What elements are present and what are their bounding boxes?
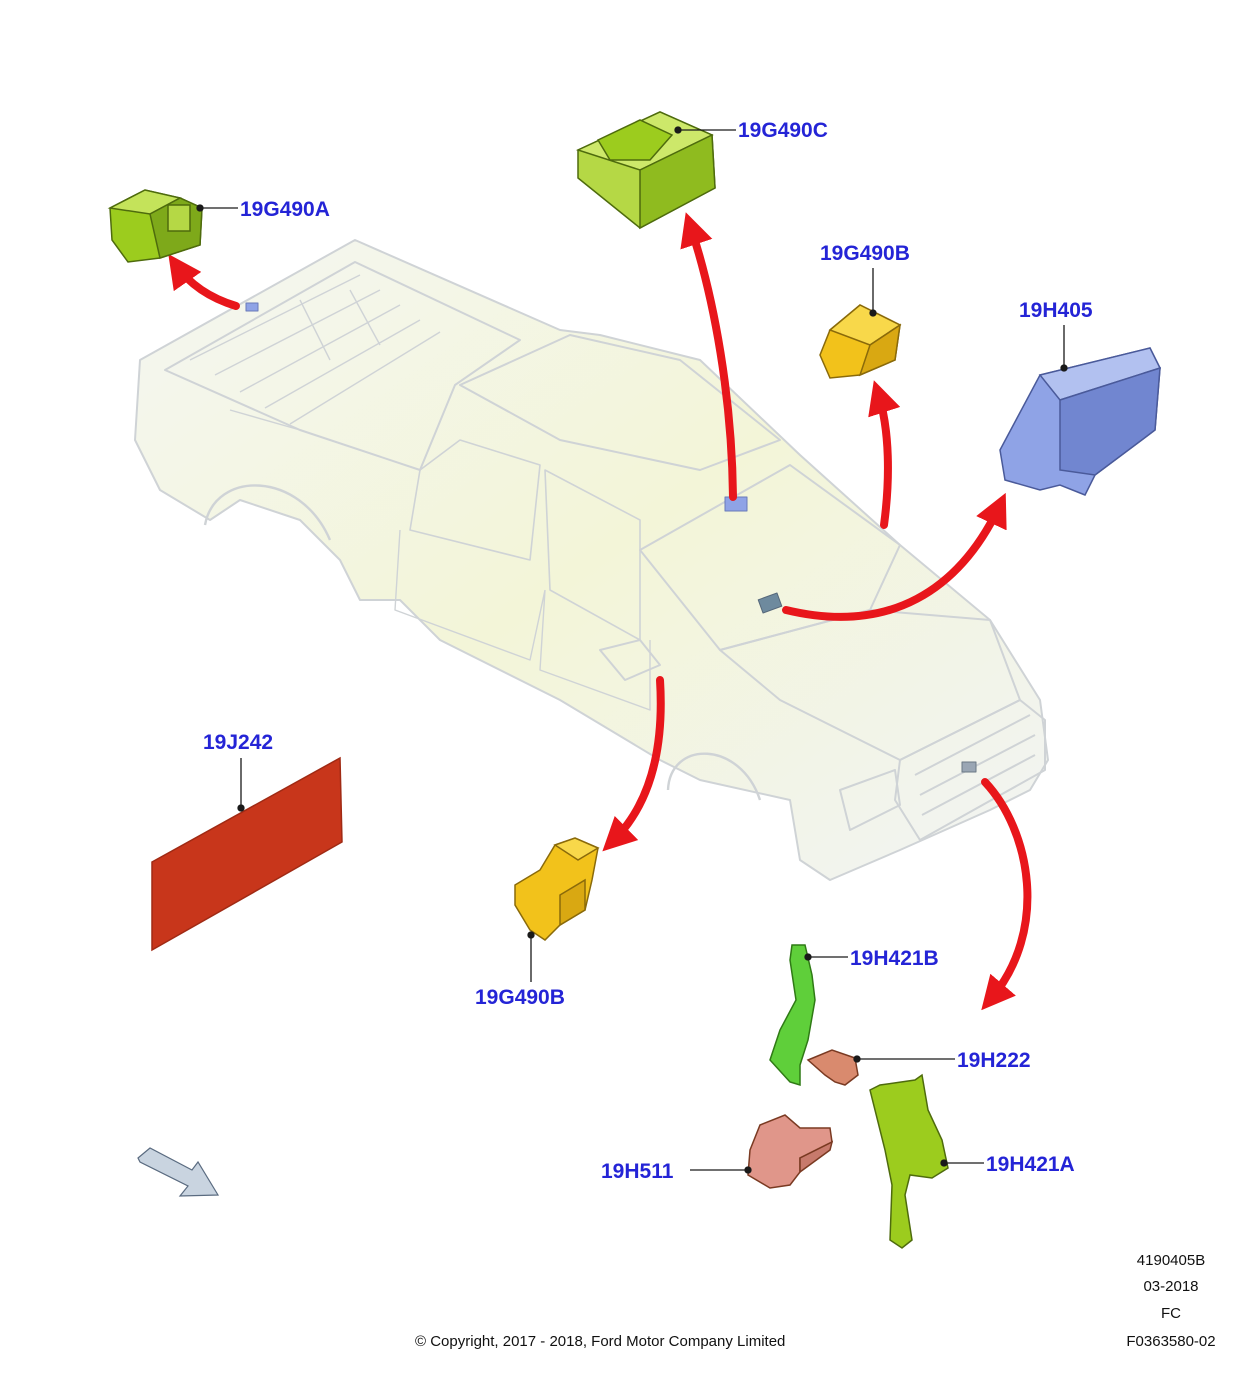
callout-19G490B-bottom: 19G490B [475,986,565,1009]
arrow-to-19G490B-bottom [602,676,665,852]
callout-19H421B: 19H421B [850,947,939,970]
truck-windshield [639,464,901,651]
truck-front-wheel-arch [666,752,762,801]
ref-code: 4190405B [1136,1252,1206,1269]
truck-headlight [839,769,901,831]
part-19G490B-bottom [514,837,600,941]
part-19H421B [769,944,816,1087]
truck-rear-wheel-arch [203,484,332,541]
region-code: FC [1161,1305,1181,1322]
part-19H511 [747,1114,834,1189]
part-19G490B-top [819,304,902,379]
part-19H421A [869,1073,949,1249]
callout-19G490C: 19G490C [738,119,828,142]
arrow-to-19G490A [168,253,240,310]
truck-cab-roof [459,334,781,471]
leader-lines [196,126,1068,1174]
arrow-to-19H405 [782,492,1007,621]
callout-19H421A: 19H421A [986,1153,1075,1176]
arrow-to-19G490B-top [868,380,901,529]
truck-body-silhouette [134,239,1049,881]
pickup-truck-ghost [134,239,1049,881]
callout-19H222: 19H222 [957,1049,1031,1072]
part-19H405 [999,347,1162,496]
truck-grille [894,699,1046,841]
callout-19J242: 19J242 [203,731,274,754]
figure-id: F0363580-02 [1126,1333,1216,1350]
callout-19G490B-top: 19G490B [820,242,910,265]
arrow-to-19H421 [981,778,1032,1011]
callout-19H405: 19H405 [1019,299,1093,322]
red-arrows [168,212,1032,1011]
windshield-camera-mount [757,592,783,614]
callout-19H511: 19H511 [601,1160,674,1183]
truck-bed-ribs [189,274,441,431]
front-direction-arrow-icon [137,1147,220,1197]
part-19J242 [151,756,343,952]
grille-radar-mount [961,761,977,773]
part-19H222 [806,1049,859,1086]
callout-19G490A: 19G490A [240,198,330,221]
tailgate-mount [245,302,259,312]
truck-doors [394,529,651,711]
arrow-to-19G490C [680,212,737,501]
revision-date: 03-2018 [1143,1278,1199,1295]
part-19G490A [107,189,203,263]
copyright-notice: © Copyright, 2017 - 2018, Ford Motor Com… [415,1333,786,1350]
truck-side-mirror [599,639,661,681]
